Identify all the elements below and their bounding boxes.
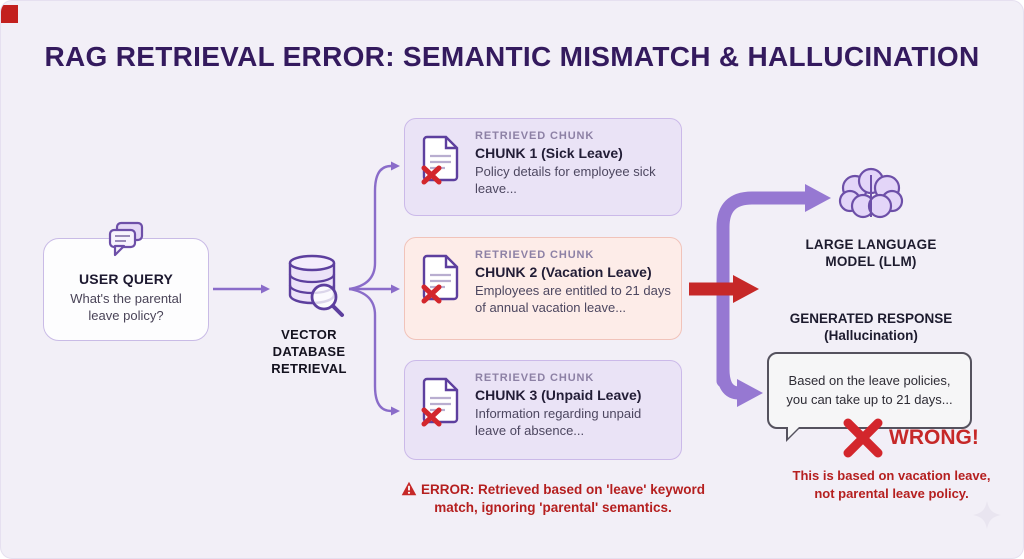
vector-database-label: VECTOR DATABASE RETRIEVAL [271, 327, 347, 376]
document-rejected-icon [419, 135, 463, 185]
document-rejected-icon [419, 254, 463, 304]
user-query-box: USER QUERY What's the parental leave pol… [43, 221, 209, 341]
brain-icon [833, 163, 909, 229]
arrow-db-to-chunk3 [348, 287, 400, 416]
chunk-body: Policy details for employee sick leave..… [475, 164, 656, 196]
llm-label: LARGE LANGUAGE MODEL (LLM) [805, 237, 937, 269]
response-bubble-text: Based on the leave policies, you can tak… [786, 372, 953, 407]
arrow-to-llm [716, 184, 831, 388]
chat-bubbles-icon [104, 219, 148, 259]
diagram-title: RAG RETRIEVAL ERROR: SEMANTIC MISMATCH &… [44, 41, 980, 72]
arrow-db-to-chunk1 [348, 161, 400, 291]
chunk-header: RETRIEVED CHUNK [475, 249, 595, 261]
wrong-label: WRONG! [889, 426, 979, 449]
wrong-explanation: This is based on vacation leave, not par… [792, 468, 991, 501]
retrieval-error-note: ERROR: Retrieved based on 'leave' keywor… [393, 481, 713, 517]
retrieved-chunk-3: RETRIEVED CHUNK CHUNK 3 (Unpaid Leave) I… [404, 360, 682, 460]
chunk-text: RETRIEVED CHUNK CHUNK 1 (Sick Leave) Pol… [475, 119, 681, 198]
warning-triangle-icon [401, 481, 417, 496]
sparkle-icon [969, 497, 1005, 533]
user-query-label: USER QUERY [78, 271, 174, 287]
chunk-text: RETRIEVED CHUNK CHUNK 2 (Vacation Leave)… [475, 238, 681, 317]
user-query-text: What's the parental leave policy? [70, 291, 182, 323]
wrong-x-icon [839, 414, 887, 462]
generated-response-label: GENERATED RESPONSE (Hallucination) [789, 311, 953, 343]
document-rejected-icon [419, 377, 463, 427]
chunk-header: RETRIEVED CHUNK [475, 372, 595, 384]
chunk-title: CHUNK 2 (Vacation Leave) [475, 264, 652, 280]
retrieval-error-text: ERROR: Retrieved based on 'leave' keywor… [420, 482, 705, 516]
chunk-text: RETRIEVED CHUNK CHUNK 3 (Unpaid Leave) I… [475, 361, 681, 440]
chunk-title: CHUNK 3 (Unpaid Leave) [475, 387, 642, 403]
arrow-to-response [716, 294, 763, 407]
retrieved-chunk-1: RETRIEVED CHUNK CHUNK 1 (Sick Leave) Pol… [404, 118, 682, 216]
chunk-title: CHUNK 1 (Sick Leave) [475, 145, 623, 161]
chunk-header: RETRIEVED CHUNK [475, 130, 595, 142]
retrieved-chunk-2: RETRIEVED CHUNK CHUNK 2 (Vacation Leave)… [404, 237, 682, 340]
chunk-body: Employees are entitled to 21 days of ann… [475, 283, 671, 315]
chunk-body: Information regarding unpaid leave of ab… [475, 406, 642, 438]
vector-database-icon [282, 251, 346, 323]
corner-red-square [1, 5, 18, 23]
